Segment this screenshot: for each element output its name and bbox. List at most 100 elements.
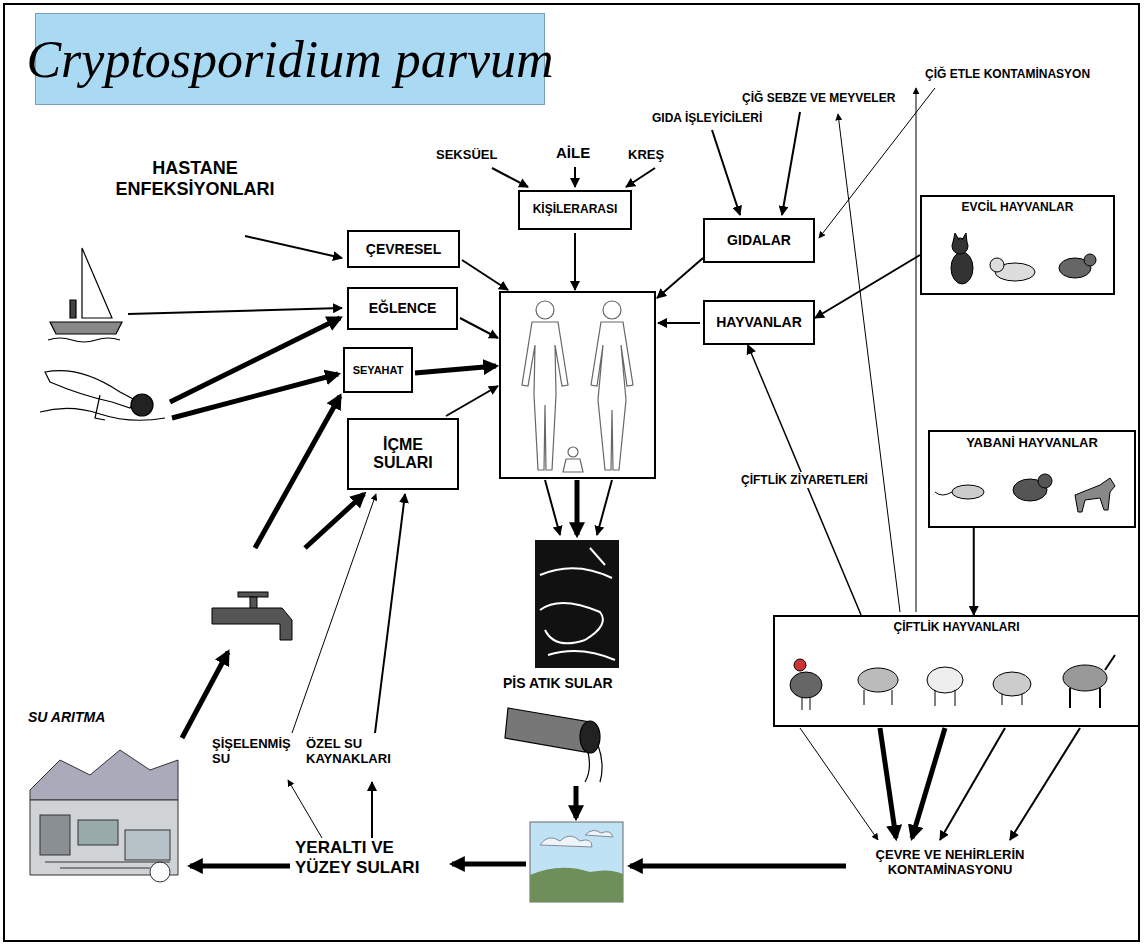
pig-icon	[993, 672, 1031, 696]
box-label: ÇEVRESEL	[366, 241, 441, 257]
waves	[48, 338, 120, 342]
arrow	[597, 480, 612, 535]
group-box: ÇİFTLİK HAYVANLARI	[773, 615, 1140, 727]
page-frame	[4, 4, 1139, 941]
box-label: SEYAHAT	[353, 364, 404, 377]
arrow	[575, 480, 580, 535]
sewage-pattern	[540, 548, 615, 660]
arrow	[305, 494, 364, 548]
box-label: EĞLENCE	[369, 300, 437, 316]
plant-building	[78, 820, 118, 845]
group-box: EVCİL HAYVANLAR	[920, 195, 1115, 295]
flow-label: PİS ATIK SULAR	[503, 675, 613, 691]
box-label: YABANİ HAYVANLAR	[966, 436, 1098, 451]
arrow	[172, 374, 338, 418]
chicken-head	[794, 659, 806, 671]
sailor	[70, 300, 76, 318]
group-box: YABANİ HAYVANLAR	[928, 430, 1136, 528]
arrow	[492, 168, 528, 187]
flow-label: YERALTI VE YÜZEY SULARI	[295, 838, 447, 877]
sewage-tank	[535, 540, 619, 668]
flow-label: ÇEVRE VE NEHİRLERİN KONTAMİNASYONU	[850, 848, 1050, 878]
box-label: İÇME SULARI	[354, 436, 452, 473]
cow-legs	[864, 690, 892, 705]
flow-label: ÇİĞ ETLE KONTAMİNASYON	[925, 68, 1090, 82]
box-label: ÇİFTLİK HAYVANLARI	[894, 621, 1020, 635]
process-box: HAYVANLAR	[703, 300, 815, 345]
flow-label: SU ARITMA	[28, 709, 105, 725]
cat-ears	[953, 233, 967, 242]
process-box: GIDALAR	[703, 218, 815, 263]
title-box: Cryptosporidium parvum	[35, 13, 545, 105]
arrow	[545, 480, 560, 535]
cat-icon	[951, 252, 973, 284]
domestic-animal-icons	[951, 233, 1096, 284]
arrow	[819, 88, 935, 238]
arrow	[128, 308, 342, 314]
pipe-mouth	[580, 721, 600, 753]
outlet-pipe	[505, 708, 602, 782]
rabbit-head	[1084, 254, 1096, 266]
woman-body	[591, 322, 633, 470]
sewage-figure	[535, 540, 619, 668]
arrow	[170, 318, 340, 402]
arrow	[916, 88, 917, 612]
arrow	[371, 782, 373, 838]
flow-label: SEKSÜEL	[436, 148, 497, 163]
mouse-tail	[935, 492, 952, 495]
swimmer-head	[131, 394, 153, 416]
swimmer-body	[45, 371, 135, 408]
flow-label: ÇİĞ SEBZE VE MEYVELER	[742, 92, 895, 106]
human-figures	[522, 301, 633, 472]
plant-hills	[30, 750, 178, 800]
arrow	[626, 168, 655, 187]
arrow	[657, 258, 703, 298]
sailboat-figure	[48, 248, 122, 342]
swimmer-arm	[95, 395, 105, 420]
horse-legs	[1070, 655, 1115, 708]
chicken-legs	[802, 698, 810, 710]
arrow	[838, 114, 900, 612]
arrow	[880, 728, 896, 838]
flow-label: ÖZEL SU KAYNAKLARI	[306, 737, 434, 767]
faucet-figure	[212, 592, 292, 640]
flow-label: AİLE	[556, 144, 590, 161]
fox-icon	[1075, 478, 1115, 512]
process-box: İÇME SULARI	[347, 418, 459, 490]
water-plant-figure	[30, 750, 178, 882]
connector-arrow	[815, 255, 920, 318]
box-label: EVCİL HAYVANLAR	[962, 201, 1074, 215]
flow-label: HASTANE ENFEKSİYONLARI	[105, 158, 285, 199]
landscape-clouds	[540, 830, 613, 847]
chicken-icon	[790, 672, 822, 698]
arrow	[190, 864, 290, 869]
arrow	[462, 260, 508, 290]
plant-building	[40, 815, 70, 855]
arrow	[1010, 728, 1080, 840]
arrow	[288, 780, 322, 838]
mouse-icon	[952, 485, 984, 499]
water-line	[40, 408, 165, 420]
arrow	[800, 728, 878, 840]
edge-label: ÇİFTLİK ZİYARETLERİ	[739, 472, 870, 488]
box-label: HAYVANLAR	[716, 314, 802, 330]
arrow	[415, 366, 496, 373]
arrow	[912, 728, 945, 838]
arrow	[574, 786, 579, 818]
landscape-ground	[530, 868, 623, 902]
pipe-body	[505, 708, 590, 752]
humans-box	[500, 292, 655, 478]
flow-label: GIDA İŞLEYİCİLERİ	[652, 112, 762, 126]
arrow	[574, 167, 576, 187]
arrow	[782, 112, 800, 215]
box-label: KİŞİLERARASI	[533, 203, 618, 217]
sheep-icon	[927, 667, 963, 693]
horse-icon	[1063, 665, 1107, 691]
connector-arrow	[973, 528, 975, 615]
arrow	[574, 233, 576, 290]
arrow	[658, 322, 700, 324]
process-box: KİŞİLERARASI	[518, 190, 632, 230]
sail	[82, 248, 112, 318]
